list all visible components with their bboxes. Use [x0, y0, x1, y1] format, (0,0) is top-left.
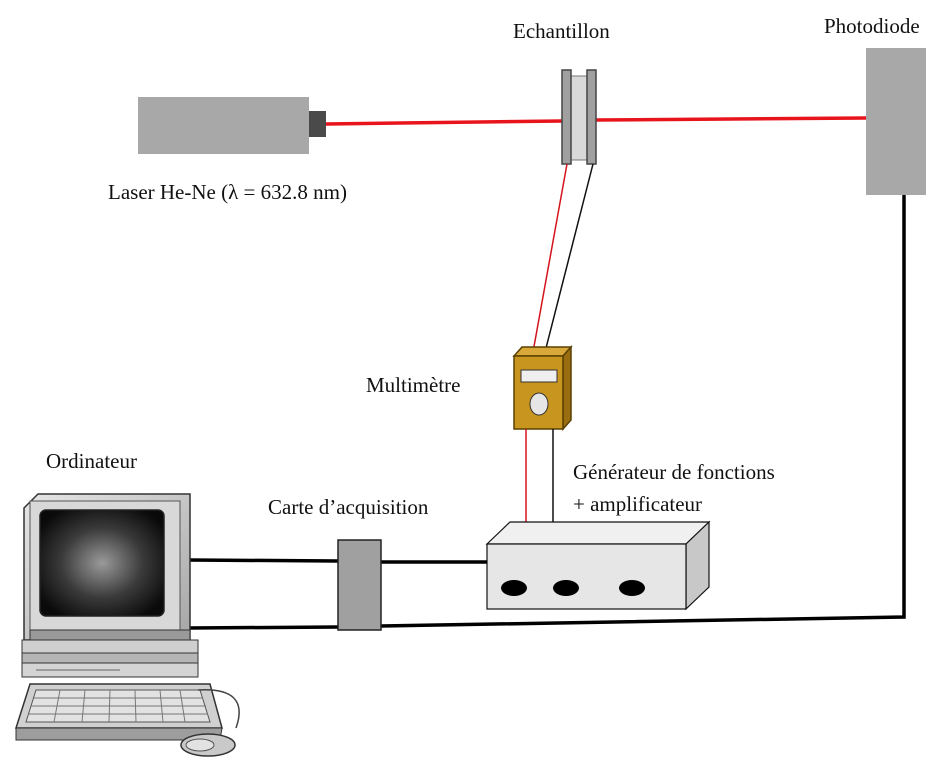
- sample-black-wire: [544, 163, 594, 353]
- multimeter-device: [512, 345, 573, 431]
- computer-to-card-top-cable: [189, 558, 339, 563]
- label-ordinateur: Ordinateur: [46, 449, 137, 473]
- sample-cell: [561, 69, 597, 165]
- label-multimetre: Multimètre: [366, 373, 461, 397]
- label-laser: Laser He-Ne (λ = 632.8 nm): [108, 180, 347, 204]
- laser-beam-in: [325, 119, 563, 126]
- label-echantillon: Echantillon: [513, 19, 610, 43]
- computer-to-card-bottom-cable: [189, 625, 339, 630]
- laser-beam-out: [595, 116, 867, 122]
- label-generateur-line2: + amplificateur: [573, 492, 703, 516]
- keyboard-icon: [14, 683, 223, 741]
- mouse-icon: [180, 689, 240, 757]
- photodiode-cable: [380, 195, 906, 628]
- laser-device: [138, 97, 326, 154]
- computer-icon: [21, 493, 199, 678]
- label-generateur-line1: Générateur de fonctions: [573, 460, 775, 484]
- function-generator-device: [485, 520, 711, 611]
- sample-red-wire: [532, 163, 568, 353]
- label-carte-acquisition: Carte d’acquisition: [268, 495, 429, 519]
- label-photodiode: Photodiode: [824, 14, 920, 38]
- acquisition-card-device: [337, 539, 382, 631]
- photodiode-device: [866, 48, 926, 195]
